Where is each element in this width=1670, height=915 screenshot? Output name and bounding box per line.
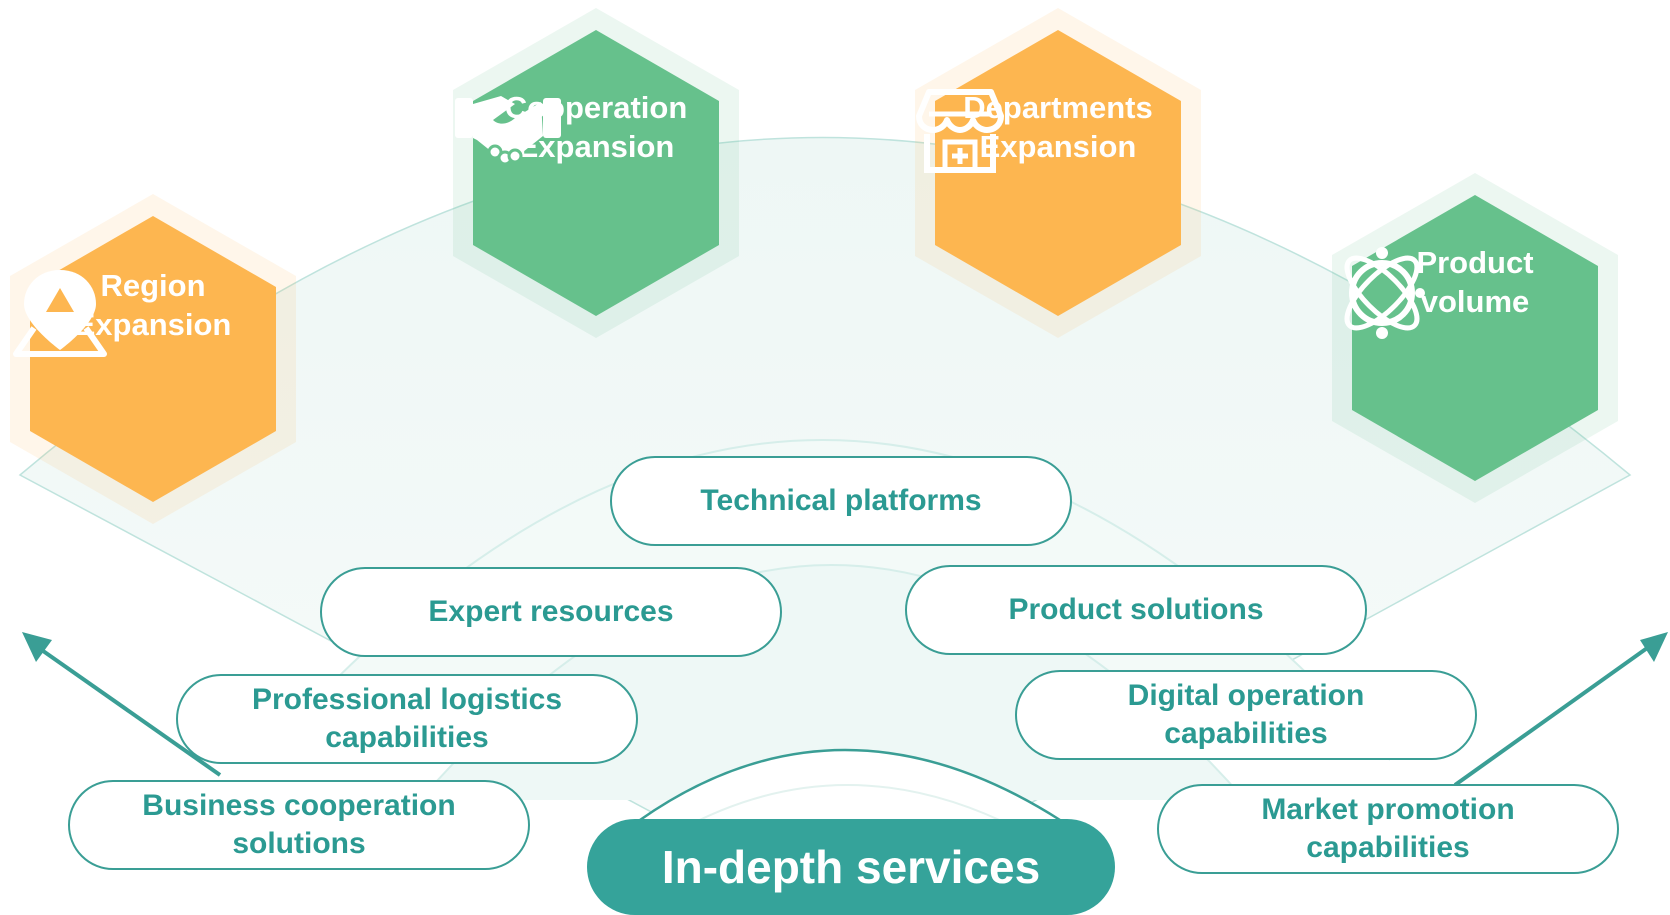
pill-product-solutions-label: Product solutions [1008, 593, 1264, 626]
core-label: In-depth services [661, 841, 1041, 893]
pill-market-line1: Market promotion [1261, 793, 1515, 826]
right-arrowhead [1640, 632, 1668, 662]
pill-digital-line1: Digital operation [1127, 679, 1365, 712]
pill-market-line2: capabilities [1306, 831, 1470, 864]
pill-technical-platforms-label: Technical platforms [700, 484, 982, 517]
hex-product-line2: volume [1420, 284, 1530, 319]
hex-region-line1: Region [100, 268, 206, 303]
pill-technical-platforms: Technical platforms [610, 456, 1072, 546]
hex-region-expansion: Region Expansion [10, 194, 296, 524]
pill-expert-resources-label: Expert resources [428, 595, 674, 628]
pill-product-solutions: Product solutions [905, 565, 1367, 655]
hex-cooperation-expansion: Cooperation Expansion [453, 8, 739, 338]
hex-product-volume: Product volume [1332, 173, 1618, 503]
hex-departments-line2: Expansion [979, 129, 1137, 164]
storefront-icon [916, 89, 1004, 173]
pill-professional-logistics: Professional logistics capabilities [176, 674, 638, 764]
left-arrowhead [22, 632, 52, 662]
left-arrow-line [34, 644, 222, 777]
atom-icon [1344, 247, 1425, 339]
hexagon-shape [1332, 173, 1618, 503]
pill-expert-resources: Expert resources [320, 567, 782, 657]
core-arc-inner [679, 784, 1021, 831]
hex-departments-expansion: Departments Expansion [915, 8, 1201, 338]
hex-region-line2: Expansion [74, 307, 232, 342]
pill-digital-operation: Digital operation capabilities [1015, 670, 1477, 760]
pill-logistics-line1: Professional logistics [251, 683, 563, 716]
pill-business-cooperation: Business cooperation solutions [68, 780, 530, 870]
pill-digital-line2: capabilities [1164, 717, 1328, 750]
handshake-icon [455, 96, 561, 166]
right-arrow-line [1453, 644, 1652, 787]
location-pin-icon [13, 270, 107, 357]
pill-market-promotion: Market promotion capabilities [1157, 784, 1619, 874]
hexagon-shape [453, 8, 739, 338]
pill-business-line1: Business cooperation [142, 789, 456, 822]
pill-logistics-line2: capabilities [325, 721, 489, 754]
hex-product-line1: Product [1416, 245, 1534, 280]
pill-business-line2: solutions [232, 827, 366, 860]
core-in-depth-services: In-depth services [587, 819, 1115, 915]
